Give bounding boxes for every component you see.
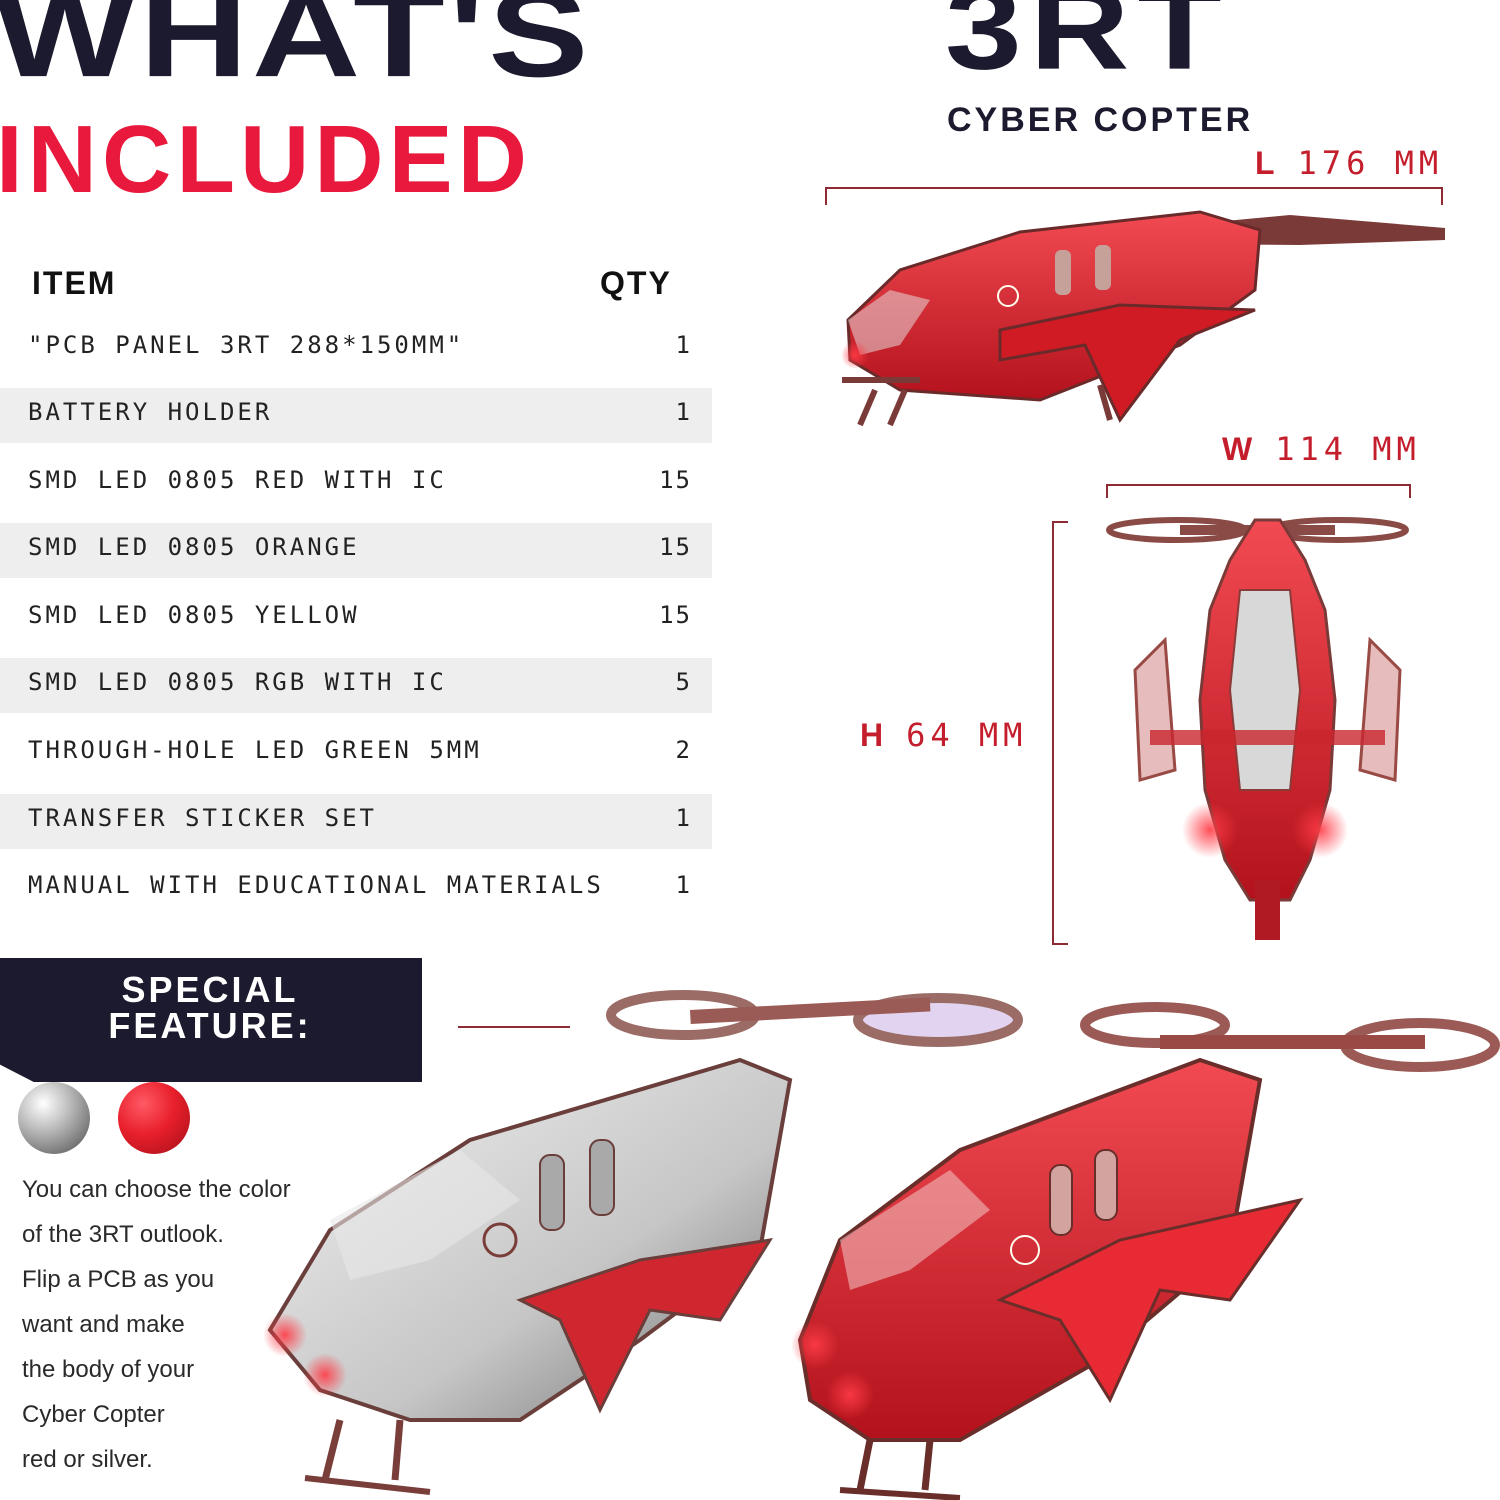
red-color-swatch — [118, 1082, 190, 1154]
table-row: THROUGH-HOLE LED GREEN 5MM 2 — [0, 726, 712, 781]
item-name: SMD LED 0805 ORANGE — [28, 533, 360, 561]
special-feature-title: SPECIAL FEATURE: — [108, 969, 312, 1046]
copter-side-view — [841, 210, 1445, 427]
item-name: SMD LED 0805 RED WITH IC — [28, 466, 447, 494]
item-name: MANUAL WITH EDUCATIONAL MATERIALS — [28, 871, 604, 899]
copter-front-view — [1106, 517, 1409, 940]
item-qty: 1 — [675, 398, 692, 426]
table-row: SMD LED 0805 YELLOW 15 — [0, 591, 712, 646]
table-row: MANUAL WITH EDUCATIONAL MATERIALS 1 — [0, 861, 712, 916]
copter-silver — [263, 990, 1023, 1495]
description-line: You can choose the color — [22, 1176, 291, 1203]
table-row: SMD LED 0805 RGB WITH IC 5 — [0, 658, 712, 713]
table-row: "PCB PANEL 3RT 288*150MM" 1 — [0, 321, 712, 376]
title-whats: WHAT'S — [0, 0, 593, 103]
table-row: TRANSFER STICKER SET 1 — [0, 794, 712, 849]
item-qty: 15 — [659, 601, 692, 629]
product-name: 3RT — [945, 0, 1230, 95]
silver-color-swatch — [18, 1082, 90, 1154]
item-name: TRANSFER STICKER SET — [28, 804, 377, 832]
item-qty: 15 — [659, 466, 692, 494]
item-qty: 15 — [659, 533, 692, 561]
special-feature-banner — [0, 958, 422, 1082]
title-included: INCLUDED — [0, 106, 532, 213]
table-row: SMD LED 0805 ORANGE 15 — [0, 523, 712, 578]
item-name: "PCB PANEL 3RT 288*150MM" — [28, 331, 465, 359]
item-name: SMD LED 0805 YELLOW — [28, 601, 360, 629]
width-measure-line — [1106, 484, 1411, 498]
column-header-item: ITEM — [32, 265, 117, 301]
height-measure-line — [1052, 521, 1068, 945]
column-header-qty: QTY — [600, 265, 672, 301]
item-qty: 1 — [675, 804, 692, 832]
item-name: BATTERY HOLDER — [28, 398, 273, 426]
description-line: the body of your — [22, 1356, 195, 1383]
item-qty: 1 — [675, 871, 692, 899]
item-name: THROUGH-HOLE LED GREEN 5MM — [28, 736, 482, 764]
description-line: of the 3RT outlook. — [22, 1221, 224, 1248]
copter-red — [791, 1002, 1500, 1500]
length-measure-line — [825, 187, 1443, 205]
description-line: red or silver. — [22, 1446, 153, 1473]
item-qty: 5 — [675, 668, 692, 696]
description-line: want and make — [22, 1311, 185, 1338]
item-qty: 1 — [675, 331, 692, 359]
item-name: SMD LED 0805 RGB WITH IC — [28, 668, 447, 696]
item-qty: 2 — [675, 736, 692, 764]
description-line: Cyber Copter — [22, 1401, 165, 1428]
description-line: Flip a PCB as you — [22, 1266, 215, 1293]
table-row: SMD LED 0805 RED WITH IC 15 — [0, 456, 712, 511]
table-row: BATTERY HOLDER 1 — [0, 388, 712, 443]
product-subtitle: CYBER COPTER — [947, 101, 1254, 139]
